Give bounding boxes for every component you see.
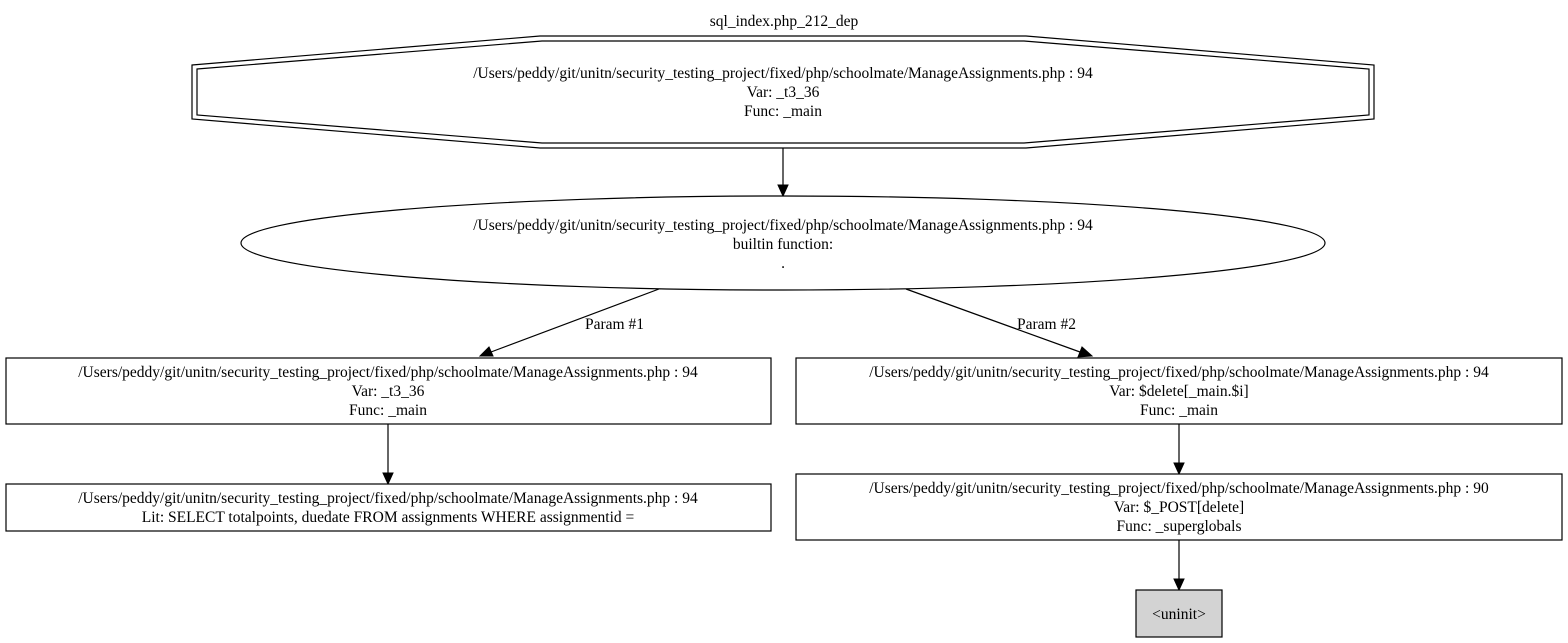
- node-uninit-label: <uninit>: [1152, 606, 1206, 623]
- node-uninit: <uninit>: [1135, 589, 1223, 638]
- edge-param-2: Param #2: [905, 288, 1094, 358]
- node-file-location: /Users/peddy/git/unitn/security_testing_…: [473, 217, 1093, 234]
- node-assignment-var-t3-36-root: /Users/peddy/git/unitn/security_testing_…: [191, 35, 1375, 149]
- node-file-location: /Users/peddy/git/unitn/security_testing_…: [869, 480, 1489, 497]
- edge-root-to-builtin: [777, 148, 789, 198]
- node-file-location: /Users/peddy/git/unitn/security_testing_…: [473, 65, 1093, 82]
- node-func-label: Func: _main: [744, 103, 822, 120]
- node-var-label: Var: _t3_36: [352, 383, 425, 400]
- node-builtin-label: builtin function:: [733, 236, 833, 253]
- node-literal-select: /Users/peddy/git/unitn/security_testing_…: [5, 483, 772, 532]
- edge-post-to-uninit: [1173, 540, 1185, 592]
- edge-label-param-2: Param #2: [1017, 316, 1076, 333]
- edge-label-param-1: Param #1: [585, 316, 644, 333]
- edge-var-to-literal: [382, 424, 394, 486]
- node-builtin-function: /Users/peddy/git/unitn/security_testing_…: [240, 195, 1326, 291]
- node-func-label: Func: _main: [1140, 402, 1218, 419]
- edge-var-to-post: [1173, 424, 1185, 476]
- node-var-post-delete: /Users/peddy/git/unitn/security_testing_…: [795, 473, 1563, 541]
- node-literal-label: Lit: SELECT totalpoints, duedate FROM as…: [142, 509, 635, 526]
- graph-title: sql_index.php_212_dep: [710, 13, 859, 30]
- node-var-label: Var: $_POST[delete]: [1114, 499, 1244, 516]
- node-func-label: Func: _main: [349, 402, 427, 419]
- node-func-label: Func: _superglobals: [1117, 518, 1242, 535]
- node-var-label: Var: $delete[_main.$i]: [1109, 383, 1248, 400]
- edge-param-1: Param #1: [478, 288, 660, 357]
- node-var-t3-36: /Users/peddy/git/unitn/security_testing_…: [5, 357, 772, 425]
- node-var-delete: /Users/peddy/git/unitn/security_testing_…: [795, 357, 1563, 425]
- node-var-label: Var: _t3_36: [747, 84, 820, 101]
- node-file-location: /Users/peddy/git/unitn/security_testing_…: [78, 490, 698, 507]
- node-operator-label: .: [781, 255, 785, 272]
- node-file-location: /Users/peddy/git/unitn/security_testing_…: [869, 364, 1489, 381]
- node-file-location: /Users/peddy/git/unitn/security_testing_…: [78, 364, 698, 381]
